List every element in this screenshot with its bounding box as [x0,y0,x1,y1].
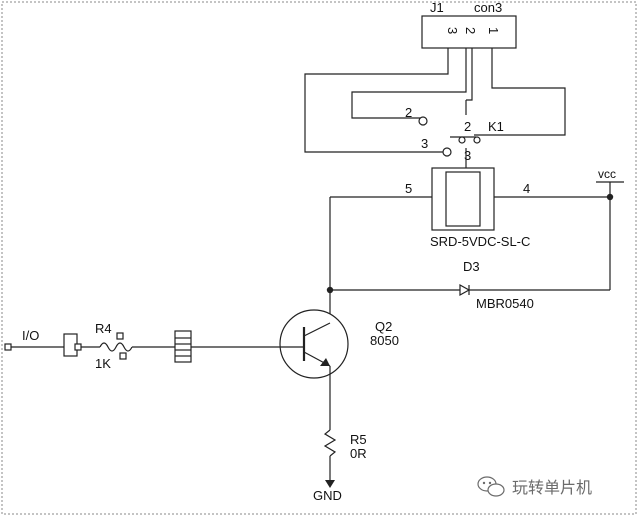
transistor-q2: Q2 8050 [279,290,399,430]
k1-contact3-label: 3 [421,136,428,151]
collector-node [326,196,432,294]
j1-pin3-label: 3 [445,27,460,34]
vcc-rail: vcc [494,167,624,290]
k1-contact2-terminal [418,116,428,126]
input-stage: I/O R4 1K [4,321,304,371]
emitter-stage: R5 0R GND [313,429,367,503]
diode-d3: D3 MBR0540 [330,259,610,311]
q2-body [279,309,349,379]
j1-k1-wires [304,48,566,153]
relay-k1-coil: 5 4 SRD-5VDC-SL-C [405,148,530,249]
gnd-label: GND [313,488,342,503]
k1-ref-label: K1 [488,119,504,134]
connector-j1: J1 con3 3 2 1 [421,0,517,49]
q2-collector-line [303,322,331,337]
io-terminal [4,343,12,351]
k1-contact2-label: 2 [405,105,412,120]
k1-pivot-terminal [473,136,481,144]
q2-part-label: 8050 [370,333,399,348]
wire-j1-pin2 [351,48,467,119]
r4-top-pin [116,332,124,340]
j1-value-label: con3 [474,0,502,15]
k1-pin4-label: 4 [523,181,530,196]
watermark: 玩转单片机 [477,476,592,497]
wire-j1-pin1 [474,48,566,136]
r5-value-label: 0R [350,446,367,461]
r5-body [323,429,337,457]
r5-ref-label: R5 [350,432,367,447]
r4-value-label: 1K [95,356,111,371]
wire-j1-mid [466,48,473,101]
k1-part-label: SRD-5VDC-SL-C [430,234,530,249]
q2-ref-label: Q2 [375,319,392,334]
k1-common-terminal [458,136,466,144]
wechat-icon [477,476,505,497]
watermark-text: 玩转单片机 [512,478,592,497]
j1-pin1-label: 1 [486,27,501,34]
d3-triangle [459,283,471,297]
d3-ref-label: D3 [463,259,480,274]
r4-body [99,342,133,352]
ferrite-bead-body [174,330,192,363]
r4-ref-label: R4 [95,321,112,336]
j1-pin2-label: 2 [463,27,478,34]
vcc-label: vcc [598,167,616,181]
wire-j1-pin3 [304,48,449,153]
j1-body [421,15,517,49]
d3-part-label: MBR0540 [476,296,534,311]
j1-ref-label: J1 [430,0,444,15]
k1-coil-inner [445,171,481,227]
relay-k1-contacts: 2 3 2 K1 3 [405,100,504,163]
q2-emitter-arrow [320,358,330,366]
k1-common2-label: 2 [464,119,471,134]
k1-pin5-label: 5 [405,181,412,196]
r4-bottom-pin [119,352,127,360]
gnd-arrow [325,480,335,488]
io-label: I/O [22,328,39,343]
io-pad-pin [74,343,82,351]
k1-common3-label: 3 [464,148,471,163]
k1-contact3-terminal [442,147,452,157]
